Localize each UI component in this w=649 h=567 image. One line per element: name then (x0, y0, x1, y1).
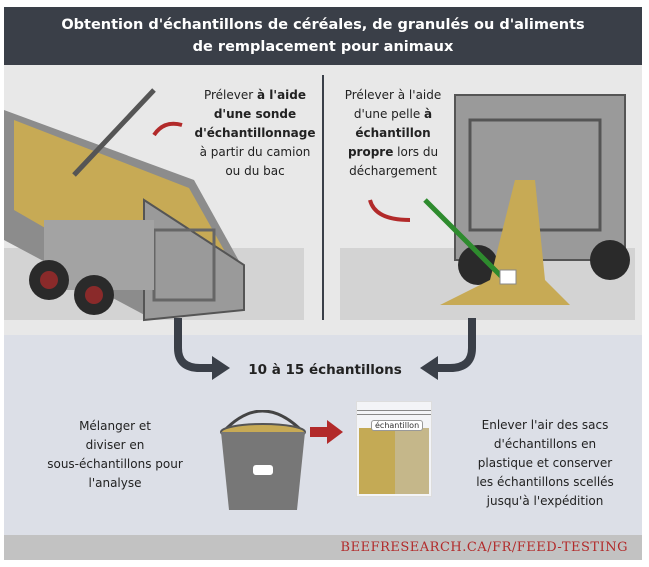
bucket-icon (220, 410, 343, 510)
arrow-icon (152, 121, 183, 137)
truck-with-probe-illustration (4, 88, 304, 322)
scoop-icon (423, 198, 507, 282)
footer-link[interactable]: BEEFRESEARCH.CA/FR/FEED-TESTING (4, 535, 642, 560)
title-line-1: Obtention d'échantillons de céréales, de… (61, 17, 585, 33)
title-line-2: de remplacement pour animaux (192, 39, 454, 55)
title-banner: Obtention d'échantillons de céréales, de… (4, 7, 642, 65)
sample-bag-icon: échantillon (356, 401, 432, 497)
scoop-sampling-text: Prélever à l'aide d'une pelle à échantil… (344, 88, 442, 178)
truck-unloading-illustration (340, 94, 635, 320)
arrow-icon (310, 420, 343, 444)
arrow-icon (368, 199, 411, 222)
bag-label: échantillon (371, 420, 424, 431)
sample-count: 10 à 15 échantillons (248, 362, 402, 378)
converging-arrows (174, 318, 476, 380)
divider (322, 75, 324, 320)
probe-icon (72, 88, 156, 177)
